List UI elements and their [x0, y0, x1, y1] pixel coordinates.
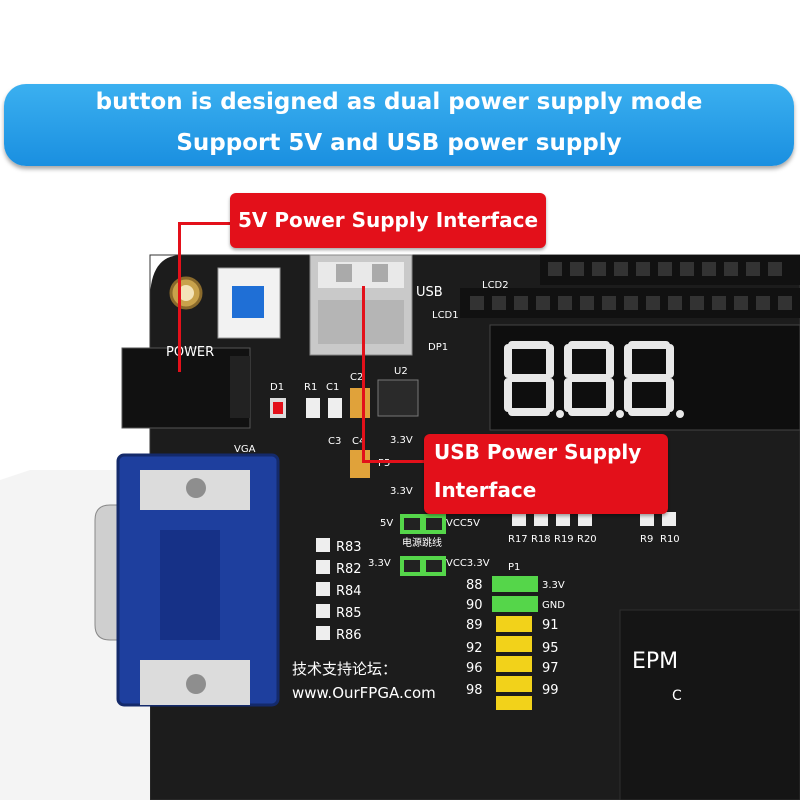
chip-sub-label: C — [672, 688, 682, 704]
pin-96: 96 — [466, 661, 483, 676]
v33-label-b: 3.3V — [390, 486, 413, 497]
p1-label: P1 — [508, 562, 520, 573]
callout-5v-text: 5V Power Supply Interface — [237, 208, 539, 232]
r84-label: R84 — [336, 584, 362, 599]
r18-label: R18 — [531, 534, 551, 545]
c4-label: C4 — [352, 436, 365, 447]
r17-label: R17 — [508, 534, 528, 545]
banner-line-1: button is designed as dual power supply … — [95, 89, 703, 115]
r20-label: R20 — [577, 534, 597, 545]
callout-usb-text-1: USB Power Supply — [434, 440, 642, 464]
lcd1-label: LCD1 — [432, 310, 459, 321]
r82-label: R82 — [336, 562, 362, 577]
pin-99: 99 — [542, 683, 559, 698]
c1-label: C1 — [326, 382, 339, 393]
leader-line-5v-v — [178, 222, 181, 372]
website-label: www.OurFPGA.com — [292, 684, 436, 702]
d1-label: D1 — [270, 382, 284, 393]
forum-label: 技术支持论坛： — [292, 660, 397, 678]
r9-label: R9 — [640, 534, 653, 545]
r83-label: R83 — [336, 540, 362, 555]
callout-usb-text-2: Interface — [434, 478, 537, 502]
c3-label: C3 — [328, 436, 341, 447]
vcc33v-label: VCC3.3V — [446, 558, 490, 569]
r86-label: R86 — [336, 628, 362, 643]
pin-3v3: 3.3V — [542, 580, 565, 591]
pin-88: 88 — [466, 578, 483, 593]
leader-line-usb-v — [362, 286, 365, 462]
leader-line-usb-h — [362, 460, 426, 463]
pin-89: 89 — [466, 618, 483, 633]
v33-label-c: 3.3V — [368, 558, 391, 569]
feature-banner: button is designed as dual power supply … — [4, 84, 794, 166]
pin-92: 92 — [466, 641, 483, 656]
u2-label: U2 — [394, 366, 408, 377]
callout-usb-power: USB Power Supply Interface — [424, 434, 668, 514]
r19-label: R19 — [554, 534, 574, 545]
jumper-label-1: 电源跳线 — [402, 536, 442, 549]
vga-label: VGA — [234, 444, 256, 455]
vcc5v-label: VCC5V — [446, 518, 480, 529]
leader-line-5v-h — [178, 222, 232, 225]
pin-95: 95 — [542, 641, 559, 656]
lcd2-label: LCD2 — [482, 280, 509, 291]
pin-97: 97 — [542, 661, 559, 676]
r1-label: R1 — [304, 382, 317, 393]
r10-label: R10 — [660, 534, 680, 545]
v5-label: 5V — [380, 518, 393, 529]
c2-label: C2 — [350, 372, 363, 383]
pin-98: 98 — [466, 683, 483, 698]
v33-label-a: 3.3V — [390, 435, 413, 446]
callout-5v-power: 5V Power Supply Interface — [230, 193, 546, 248]
banner-line-2: Support 5V and USB power supply — [176, 130, 622, 156]
dp1-label: DP1 — [428, 342, 448, 353]
pin-90: 90 — [466, 598, 483, 613]
r85-label: R85 — [336, 606, 362, 621]
chip-label: EPM — [632, 649, 678, 674]
usb-label: USB — [416, 285, 443, 300]
p5-label: P5 — [378, 458, 390, 469]
pin-91: 91 — [542, 618, 559, 633]
power-label: POWER — [166, 345, 214, 360]
pin-gnd: GND — [542, 600, 565, 611]
